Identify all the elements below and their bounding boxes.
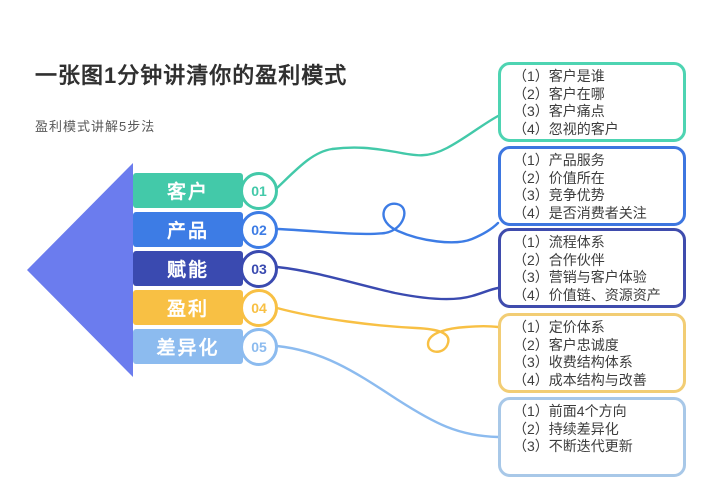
detail-item: （3）竞争优势 xyxy=(513,187,605,203)
detail-box-profit: （1）定价体系 （2）客户忠诚度 （3）收费结构体系 （4）成本结构与改善 xyxy=(498,313,686,393)
detail-item: （4）是否消费者关注 xyxy=(513,204,647,221)
detail-item: （1）客户是谁 xyxy=(513,68,605,84)
detail-item: （3）收费结构体系 xyxy=(513,354,633,370)
detail-item: （2）持续差异化 xyxy=(513,420,619,437)
connector-line-enablement xyxy=(275,265,500,301)
connector-line-customer xyxy=(275,114,500,190)
detail-box-product: （1）产品服务 （2）价值所在 （3）竞争优势 （4）是否消费者关注 xyxy=(498,146,686,226)
step-number-badge-04: 04 xyxy=(240,289,278,327)
detail-item: （1）前面4个方向 xyxy=(513,403,627,419)
step-number: 05 xyxy=(251,339,267,355)
detail-item: （1）产品服务 xyxy=(513,152,605,168)
step-bar-customer: 客户 xyxy=(133,173,243,208)
detail-item: （3）营销与客户体验 xyxy=(513,269,647,285)
detail-item: （2）合作伙伴 xyxy=(513,251,605,268)
detail-box-customer: （1）客户是谁 （2）客户在哪 （3）客户痛点 （4）忽视的客户 xyxy=(498,62,686,142)
detail-item: （3）不断迭代更新 xyxy=(513,438,633,454)
step-number-badge-02: 02 xyxy=(240,211,278,249)
step-number: 04 xyxy=(251,300,267,316)
detail-item: （4）价值链、资源资产 xyxy=(513,286,661,303)
detail-item: （4）忽视的客户 xyxy=(513,120,619,137)
left-arrow-shape xyxy=(27,163,133,377)
step-bar-label: 盈利 xyxy=(166,299,209,320)
detail-box-differentiation: （1）前面4个方向 （2）持续差异化 （3）不断迭代更新 xyxy=(498,397,686,477)
step-bar-label: 赋能 xyxy=(166,260,209,281)
connector-line-product xyxy=(275,202,500,244)
detail-item: （2）客户在哪 xyxy=(513,85,605,102)
step-bar-profit: 盈利 xyxy=(133,290,243,325)
step-bar-label: 客户 xyxy=(166,182,209,203)
detail-item: （4）成本结构与改善 xyxy=(513,371,647,388)
step-bar-differentiation: 差异化 xyxy=(133,329,243,364)
step-number-badge-01: 01 xyxy=(240,172,278,210)
step-bar-label: 产品 xyxy=(166,221,209,242)
connector-line-differentiation xyxy=(275,344,500,439)
page-title: 一张图1分钟讲清你的盈利模式 xyxy=(35,63,348,88)
step-bar-product: 产品 xyxy=(133,212,243,247)
detail-box-enablement: （1）流程体系 （2）合作伙伴 （3）营销与客户体验 （4）价值链、资源资产 xyxy=(498,228,686,308)
step-number: 01 xyxy=(251,183,267,199)
step-bar-enablement: 赋能 xyxy=(133,251,243,286)
step-number-badge-03: 03 xyxy=(240,250,278,288)
step-number: 03 xyxy=(251,261,267,277)
step-number: 02 xyxy=(251,222,267,238)
detail-item: （3）客户痛点 xyxy=(513,103,605,119)
page-subtitle: 盈利模式讲解5步法 xyxy=(35,119,156,134)
detail-item: （2）客户忠诚度 xyxy=(513,336,619,353)
connector-line-profit xyxy=(275,306,500,353)
detail-item: （1）流程体系 xyxy=(513,234,605,250)
detail-item: （1）定价体系 xyxy=(513,319,605,335)
step-bar-label: 差异化 xyxy=(156,338,220,359)
step-number-badge-05: 05 xyxy=(240,328,278,366)
detail-item: （2）价值所在 xyxy=(513,169,605,186)
